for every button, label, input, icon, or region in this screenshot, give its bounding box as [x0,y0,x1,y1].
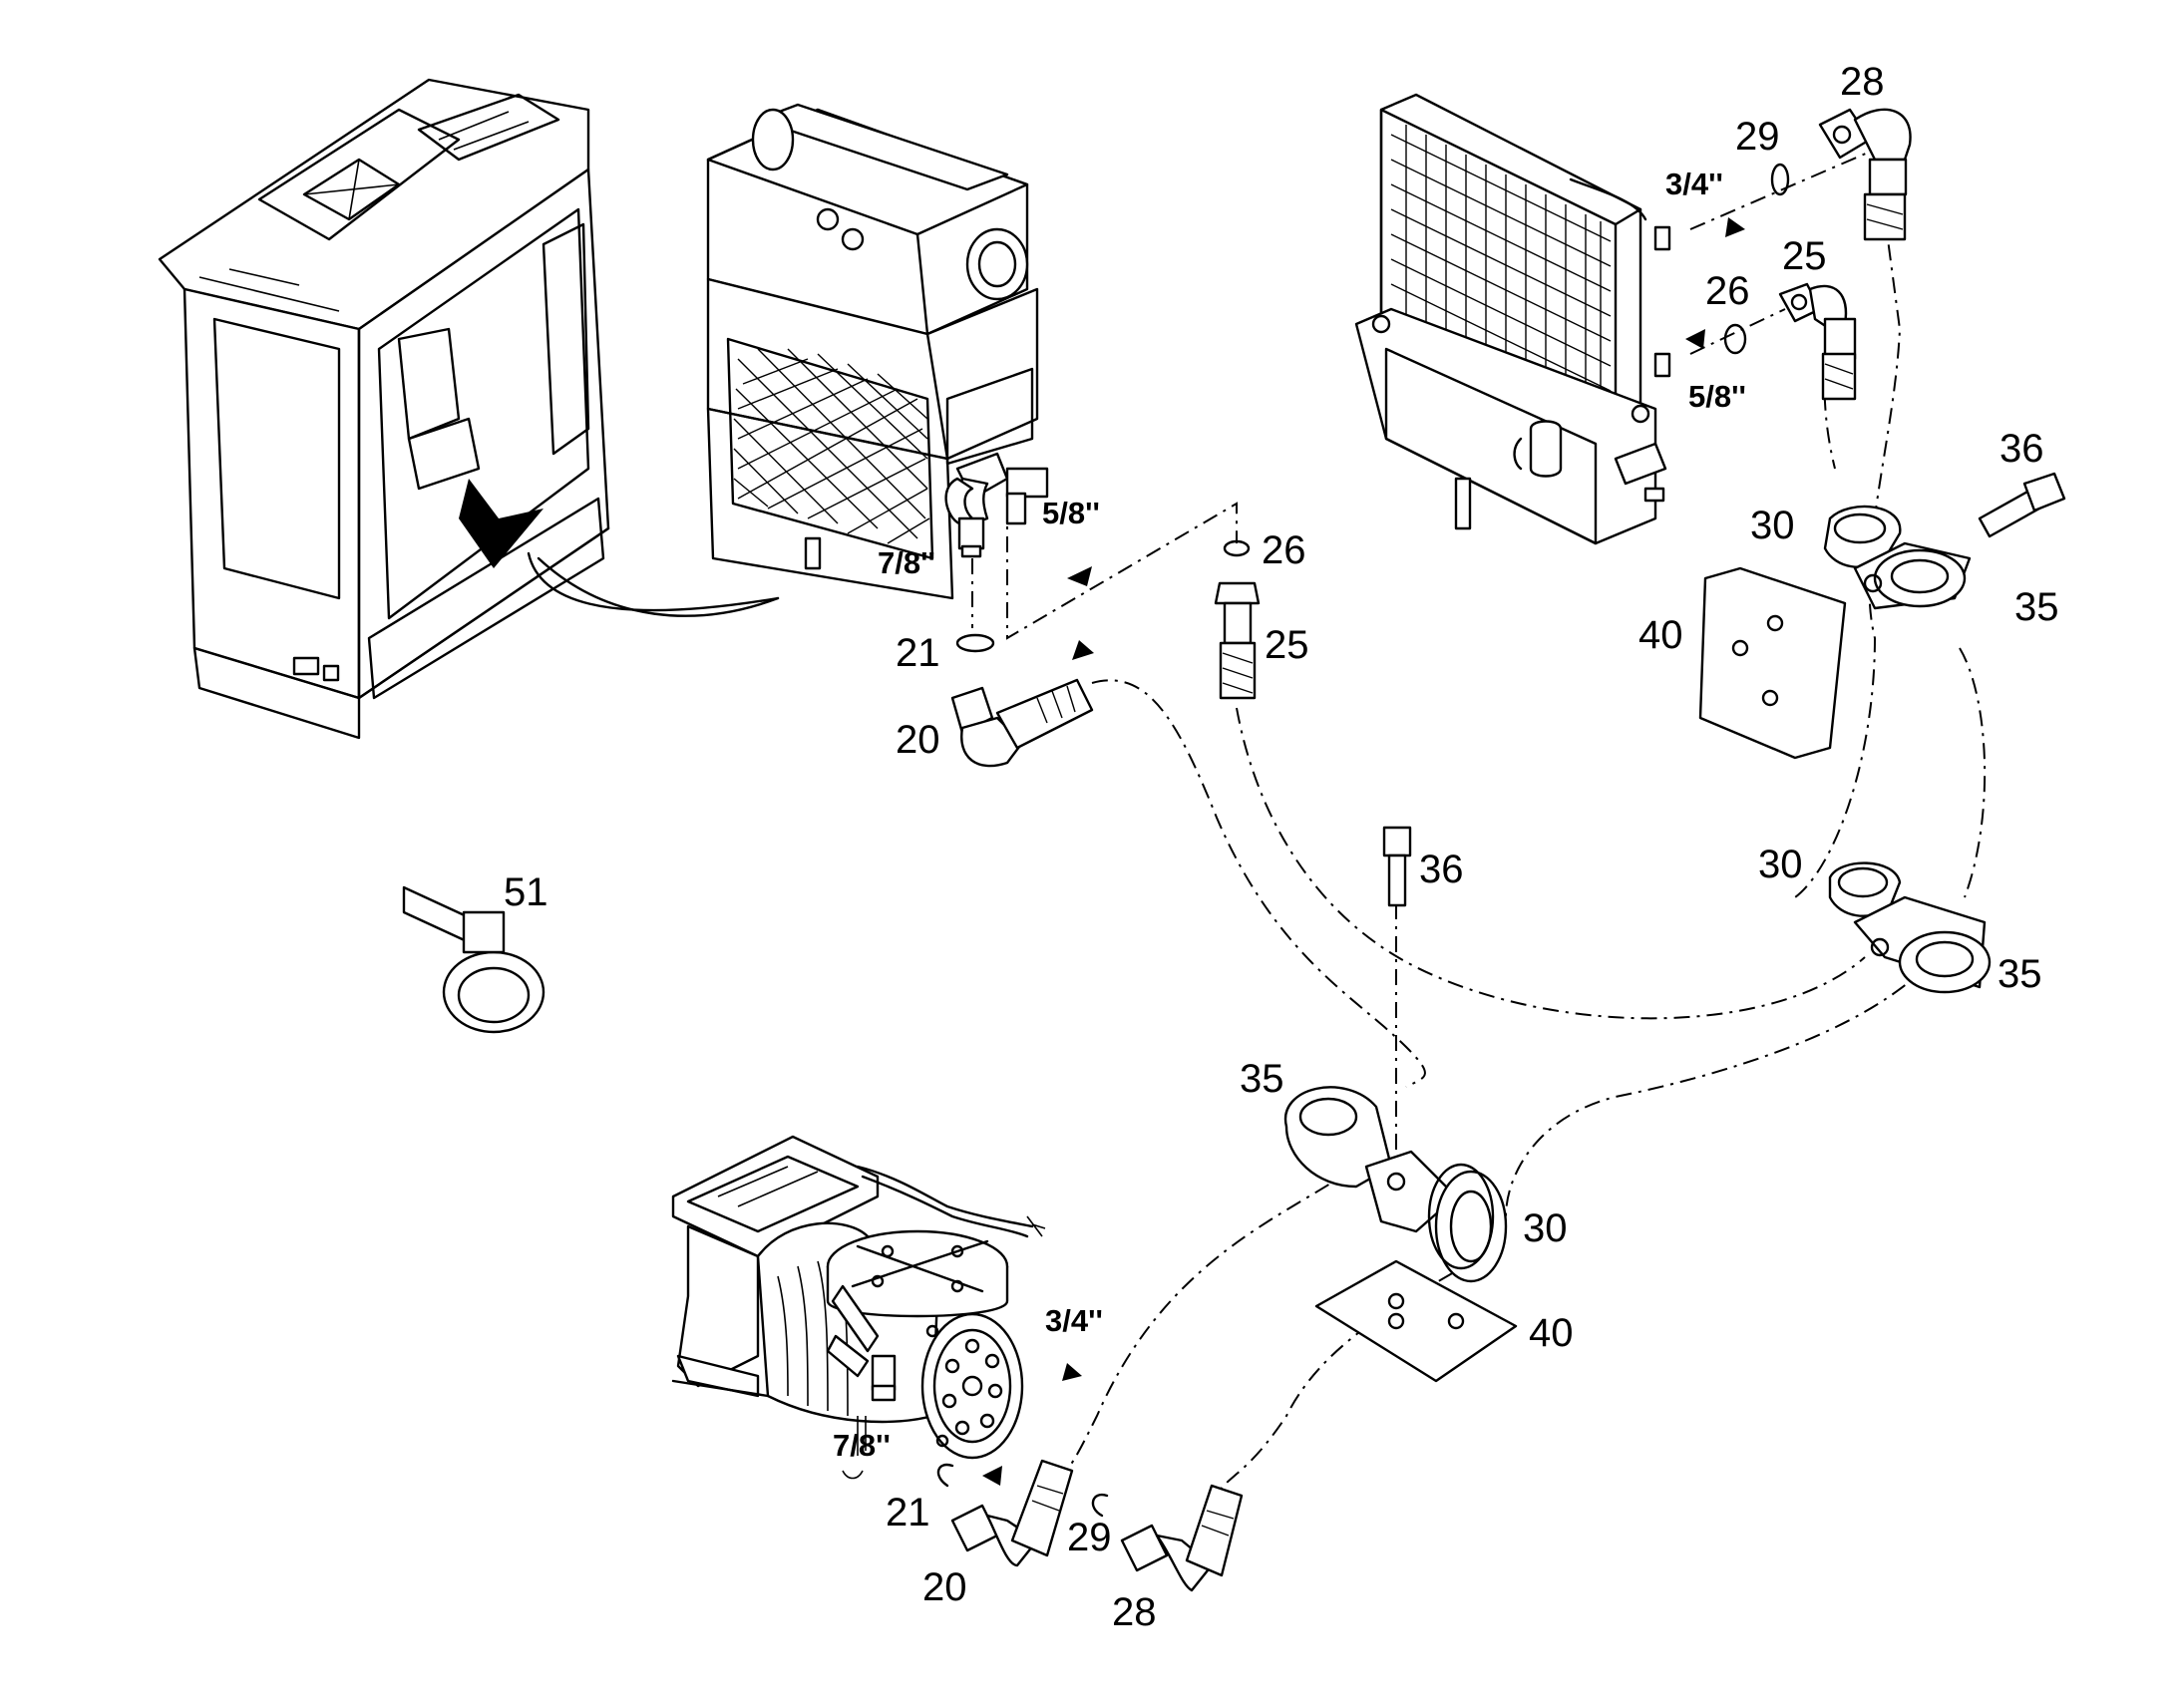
label-29-top: 29 [1735,115,1780,159]
label-26-right: 26 [1705,269,1750,313]
size-condenser-outlet: 5/8'' [1688,379,1746,414]
hose-fitting-25-mid [1214,581,1261,700]
o-ring-29-top [1770,163,1790,196]
o-ring-26-right [1723,323,1747,355]
plate-40-bottom [1314,1259,1518,1383]
label-35-right: 35 [2014,585,2059,629]
label-40-right: 40 [1638,613,1683,657]
hose-fitting-25-right [1778,282,1857,401]
o-ring-21-lower [936,1463,954,1488]
hose-fitting-28-top [1818,108,1912,241]
hose-fitting-20-lower [950,1459,1074,1567]
label-20-lower: 20 [922,1565,967,1609]
size-evaporator-liquid: 5/8'' [1042,496,1100,530]
label-36-right: 36 [1999,427,2044,471]
label-28-top: 28 [1840,60,1885,104]
flow-arrow-evap-suction-icon [1072,640,1094,660]
flow-arrow-cond-inlet-icon [1725,217,1745,237]
hose-routing-lines [971,149,1987,1497]
label-29-lower: 29 [1067,1516,1112,1559]
hose-fitting-28-lower [1120,1484,1244,1592]
bolt-36-mid [1382,826,1412,907]
size-compressor-discharge: 3/4'' [1045,1303,1103,1338]
label-40-bottom: 40 [1529,1311,1574,1355]
label-30-mid: 30 [1758,843,1803,886]
operator-cab-illustration [158,78,780,740]
evaporator-unit-illustration [706,103,1049,600]
label-25-mid: 25 [1265,623,1309,667]
flow-arrows [982,217,1745,1486]
o-ring-29-lower [1091,1493,1109,1518]
label-30-bottom: 30 [1523,1206,1568,1250]
label-35-bottom: 35 [1240,1057,1284,1101]
size-compressor-suction: 7/8'' [833,1428,891,1463]
label-26-mid: 26 [1262,528,1306,572]
clamp-30-35-right [1823,505,1972,610]
flow-arrow-cond-outlet-icon [1685,329,1705,349]
size-evaporator-suction: 7/8'' [878,545,935,580]
fitting-size-labels: 7/8'' 5/8'' 3/4'' 5/8'' 3/4'' 7/8'' [833,167,1746,1463]
cable-tie-51 [402,885,545,1034]
condenser-unit-illustration [1354,93,1671,545]
label-51: 51 [504,870,548,914]
compressor-illustration [671,1135,1046,1480]
o-ring-21-upper [955,633,995,653]
part-number-labels: 20 21 26 25 28 29 25 26 36 30 35 40 30 3… [504,60,2059,1634]
flow-arrow-comp-suction-icon [982,1466,1002,1486]
label-21-upper: 21 [896,631,940,675]
clamp-30-35-mid [1828,861,1992,994]
clamp-35-30-bottom [1283,1086,1508,1283]
label-35-mid: 35 [1998,952,2042,996]
hose-fitting-20-upper [950,678,1094,768]
label-25-right: 25 [1782,234,1827,278]
flow-arrow-evap-liquid-icon [1067,566,1092,586]
flow-arrow-comp-discharge-icon [1062,1363,1082,1381]
label-20-upper: 20 [896,718,940,762]
size-condenser-inlet: 3/4'' [1665,167,1723,201]
label-21-lower: 21 [886,1491,930,1535]
label-30-right: 30 [1750,504,1795,547]
o-ring-26-mid [1223,539,1251,557]
plate-40-right [1698,566,1847,760]
label-28-lower: 28 [1112,1590,1157,1634]
label-36-mid: 36 [1419,848,1464,891]
bolt-36-right [1978,472,2066,538]
